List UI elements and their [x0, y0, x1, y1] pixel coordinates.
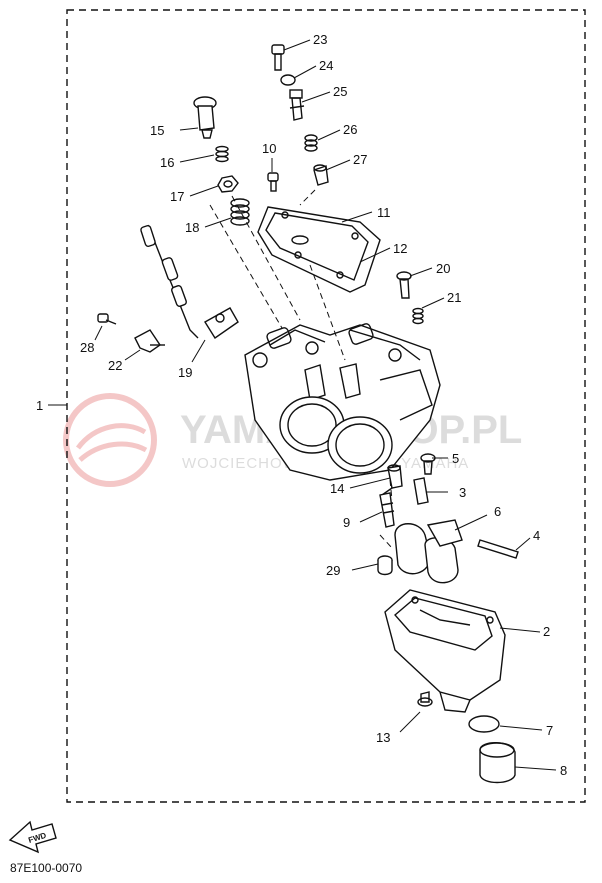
- callout-27: 27: [353, 152, 367, 167]
- callout-26: 26: [343, 122, 357, 137]
- callout-7: 7: [546, 723, 553, 738]
- callout-29: 29: [326, 563, 340, 578]
- callout-19: 19: [178, 365, 192, 380]
- callout-18: 18: [185, 220, 199, 235]
- callout-17: 17: [170, 189, 184, 204]
- spring-16: [215, 145, 229, 163]
- sensor-19: [140, 224, 239, 339]
- callout-9: 9: [343, 515, 350, 530]
- callout-22: 22: [108, 358, 122, 373]
- o-ring-7: [468, 715, 500, 733]
- callout-16: 16: [160, 155, 174, 170]
- callout-6: 6: [494, 504, 501, 519]
- watermark-logo-icon: [63, 393, 157, 487]
- spring-21: [412, 307, 424, 325]
- screw-5: [420, 453, 436, 475]
- bracket-22: [134, 329, 165, 353]
- callout-3: 3: [459, 485, 466, 500]
- screw-23: [271, 44, 285, 71]
- spring-26: [304, 134, 318, 152]
- fwd-arrow-icon: FWD: [8, 820, 57, 854]
- callout-23: 23: [313, 32, 327, 47]
- callout-8: 8: [560, 763, 567, 778]
- callout-10: 10: [262, 141, 276, 156]
- callout-24: 24: [319, 58, 333, 73]
- screw-10: [267, 172, 279, 192]
- float-6: [394, 519, 463, 584]
- nut-17: [217, 175, 239, 193]
- leader-lines: [94, 39, 557, 771]
- callout-12: 12: [393, 241, 407, 256]
- plug-8: [479, 742, 516, 784]
- callout-labels: 1 2 3 4 5 6 7 8 9 10 11 12 13 14 15 16 1…: [36, 32, 567, 778]
- callout-14: 14: [330, 481, 344, 496]
- callout-20: 20: [436, 261, 450, 276]
- holder-14: [387, 464, 403, 489]
- cap-27: [313, 164, 329, 186]
- callout-2: 2: [543, 624, 550, 639]
- callout-25: 25: [333, 84, 347, 99]
- assembly-frame: [66, 9, 586, 803]
- screw-28: [97, 313, 117, 325]
- callout-13: 13: [376, 730, 390, 745]
- callout-11: 11: [377, 205, 391, 220]
- diagram-code: 87E100-0070: [10, 861, 82, 875]
- jet-3: [413, 477, 429, 505]
- callout-1: 1: [36, 398, 43, 413]
- spring-18: [230, 198, 250, 226]
- valve-seat-29: [377, 555, 393, 576]
- screw-13: [417, 691, 433, 707]
- valve-15: [193, 96, 217, 139]
- washer-24: [280, 74, 296, 86]
- top-cover: [257, 206, 381, 293]
- callout-5: 5: [452, 451, 459, 466]
- callout-4: 4: [533, 528, 540, 543]
- callout-28: 28: [80, 340, 94, 355]
- callout-21: 21: [447, 290, 461, 305]
- jet-25: [289, 89, 305, 121]
- needle-jet-9: [379, 492, 395, 528]
- screw-20: [396, 271, 412, 299]
- pin-4: [477, 539, 519, 559]
- float-chamber-2: [384, 589, 506, 713]
- carburetor-body: [244, 323, 441, 496]
- callout-15: 15: [150, 123, 164, 138]
